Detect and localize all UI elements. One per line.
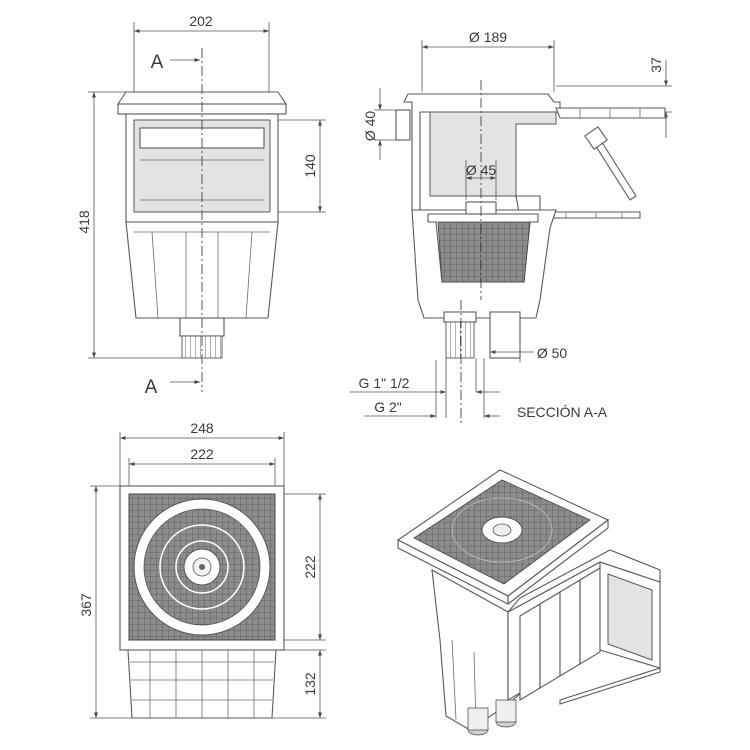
section-caption: SECCIÓN A-A bbox=[517, 404, 608, 420]
dim-height-418: 418 bbox=[76, 210, 92, 234]
dim-diameter-50: Ø 50 bbox=[537, 345, 568, 361]
section-view: Ø 189 37 Ø 40 Ø 45 bbox=[350, 29, 672, 424]
isometric-view bbox=[396, 469, 661, 736]
dim-width-248: 248 bbox=[190, 420, 214, 436]
dim-height-132: 132 bbox=[302, 672, 318, 696]
front-view: 202 A A 418 140 bbox=[76, 13, 326, 398]
dim-depth-37: 37 bbox=[648, 57, 664, 73]
thread-1-1-2: G 1" 1/2 bbox=[359, 375, 410, 391]
dim-diameter-40: Ø 40 bbox=[362, 111, 378, 142]
top-view: 248 222 367 222 bbox=[78, 420, 326, 719]
dim-width-222: 222 bbox=[190, 446, 214, 462]
dim-width-202: 202 bbox=[189, 13, 213, 29]
section-mark-top: A bbox=[151, 52, 164, 73]
dim-mouth-140: 140 bbox=[302, 154, 318, 178]
dim-diameter-189: Ø 189 bbox=[469, 29, 507, 45]
thread-2: G 2" bbox=[374, 399, 402, 415]
dim-height-367: 367 bbox=[78, 593, 94, 617]
section-mark-bottom: A bbox=[145, 377, 158, 398]
dim-height-222: 222 bbox=[302, 555, 318, 579]
